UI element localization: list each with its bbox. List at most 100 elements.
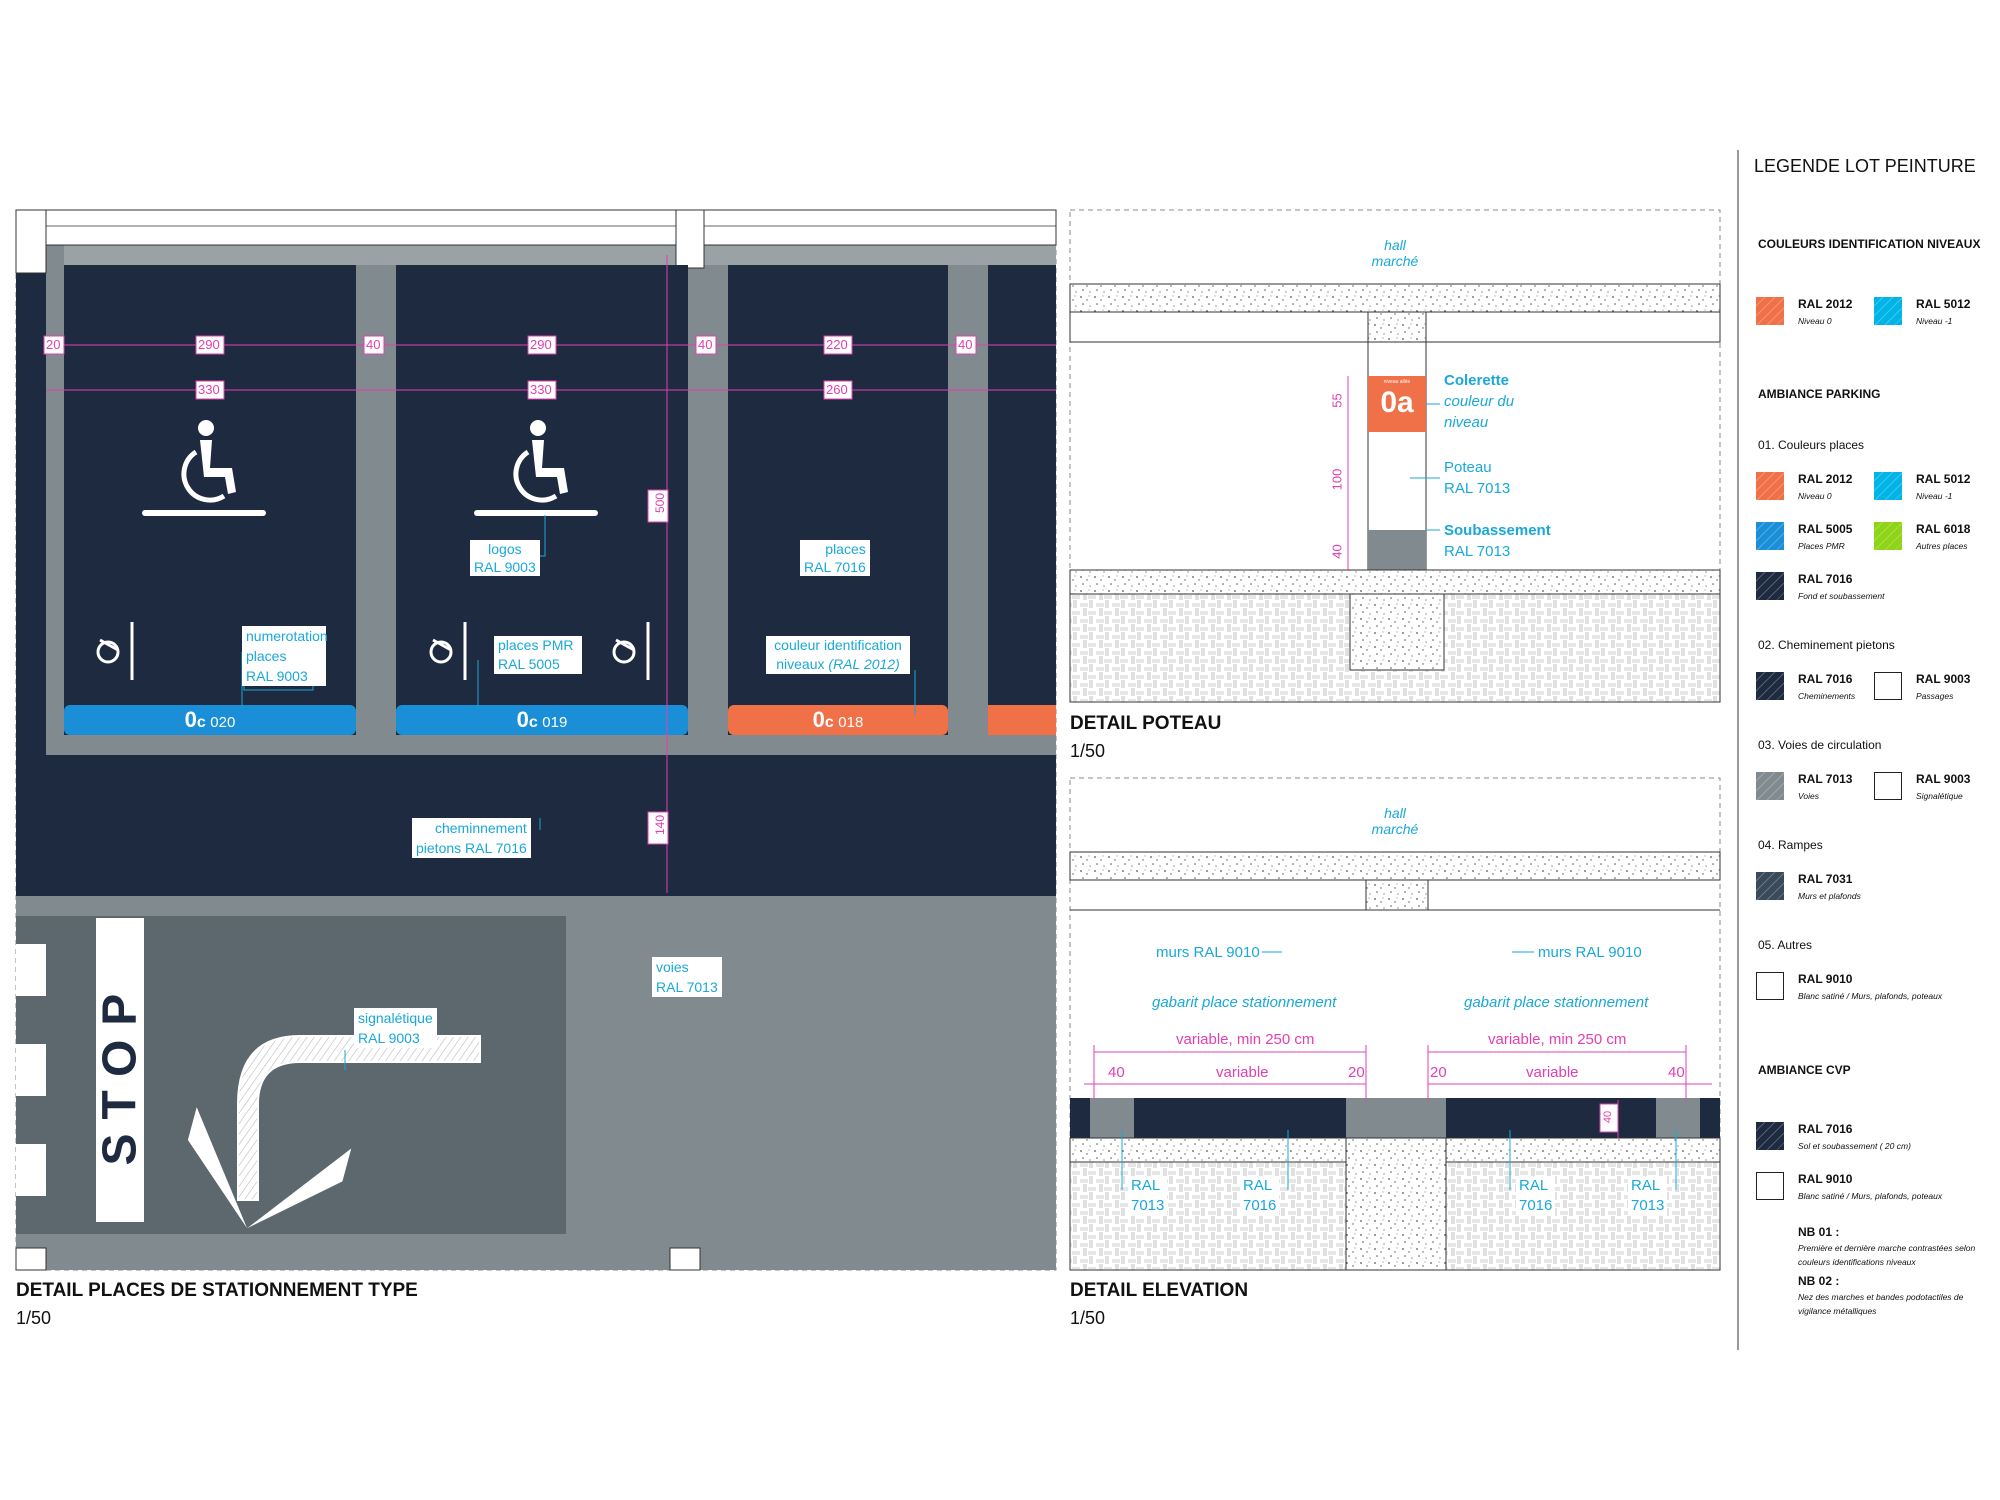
legend-desc: Niveau 0	[1798, 316, 1832, 326]
swatch-ral5005	[1756, 522, 1784, 550]
legend-code: RAL 7016	[1798, 672, 1853, 686]
swatch-ral7016	[1756, 1122, 1784, 1150]
pmr-small-icon	[429, 622, 650, 680]
dim-label: 290	[530, 337, 552, 352]
gabarit-label-right: gabarit place stationnement	[1464, 994, 1649, 1011]
legend-desc: Niveau -1	[1916, 316, 1953, 326]
panel-elevation	[1069, 777, 1721, 1271]
colerette-band	[1368, 376, 1426, 432]
legend-code: RAL 7031	[1798, 872, 1853, 886]
elev-dim: variable	[1216, 1064, 1269, 1081]
legend-code: RAL 7013	[1798, 772, 1853, 786]
legend-code: RAL 5005	[1798, 522, 1853, 536]
hall-label: hall marché	[1371, 805, 1419, 837]
poteau-dim: 100	[1329, 468, 1345, 491]
legend-nb1: NB 01 :	[1798, 1225, 1840, 1239]
legend-heading: AMBIANCE PARKING	[1758, 387, 1881, 401]
dim-label: 40	[366, 337, 381, 352]
swatch-ral9003	[1874, 772, 1902, 800]
legend-code: RAL 2012	[1798, 472, 1853, 486]
space-number-018: 0c 018	[812, 707, 864, 732]
legend-code: RAL 5012	[1916, 472, 1971, 486]
panel1-title: DETAIL PLACES DE STATIONNEMENT TYPE	[16, 1280, 418, 1301]
panel-parking-plan	[15, 209, 1057, 1271]
dim-label: 140	[653, 814, 667, 835]
legend-desc: Passages	[1916, 691, 1954, 701]
dim-label: 40	[698, 337, 713, 352]
legend-code: RAL 5012	[1916, 297, 1971, 311]
variable-min-right: variable, min 250 cm	[1488, 1031, 1627, 1048]
dim-label: 220	[826, 337, 848, 352]
legend-desc: Voies	[1798, 791, 1819, 801]
swatch-ral7016	[1756, 572, 1784, 600]
legend-desc: Niveau 0	[1798, 491, 1832, 501]
swatch-ral6018	[1874, 522, 1902, 550]
swatch-ral9003	[1874, 672, 1902, 700]
arrow-down-left-icon	[187, 1035, 481, 1229]
elevation-dim-lines	[1084, 1045, 1712, 1138]
swatch-ral7016	[1756, 672, 1784, 700]
legend-desc: Niveau -1	[1916, 491, 1953, 501]
space-number-019: 0c 019	[516, 707, 568, 732]
colerette-label: Colerette couleur du niveau	[1444, 372, 1515, 431]
panel1-scale: 1/50	[16, 1308, 52, 1328]
legend-code: RAL 6018	[1916, 522, 1971, 536]
variable-min-left: variable, min 250 cm	[1176, 1031, 1315, 1048]
legend-title: LEGENDE LOT PEINTURE	[1754, 156, 1976, 176]
hall-label: hall marché	[1371, 237, 1419, 269]
legend-desc: Fond et soubassement	[1798, 591, 1885, 601]
elev-dim: 40	[1668, 1064, 1685, 1081]
stop-text: STOP	[93, 979, 147, 1166]
legend-nb2-text: Nez des marches et bandes podotactiles d…	[1798, 1292, 1964, 1316]
legend-code: RAL 9003	[1916, 672, 1971, 686]
legend-desc: Autres places	[1916, 541, 1968, 551]
legend-section: 02. Cheminement pietons	[1758, 638, 1895, 652]
dim-label: 40	[958, 337, 973, 352]
panel-poteau	[1069, 209, 1721, 703]
legend-nb1-text: Première et dernière marche contrastées …	[1798, 1243, 1976, 1267]
legend-section: 04. Rampes	[1758, 838, 1823, 852]
dim-label: 330	[530, 382, 552, 397]
murs-label-left: murs RAL 9010	[1156, 944, 1260, 961]
poteau-leaders	[1410, 403, 1440, 531]
gabarit-label-left: gabarit place stationnement	[1152, 994, 1337, 1011]
legend-nb2: NB 02 :	[1798, 1274, 1840, 1288]
legend-code: RAL 9010	[1798, 1172, 1853, 1186]
swatch-ral5012	[1874, 472, 1902, 500]
legend-desc: Blanc satiné / Murs, plafonds, poteaux	[1798, 1191, 1943, 1201]
legend-desc: Cheminements	[1798, 691, 1856, 701]
swatch-ral9010	[1756, 972, 1784, 1000]
swatch-ral7031	[1756, 872, 1784, 900]
pmr-logo-icon	[142, 420, 266, 516]
legend-desc: Places PMR	[1798, 541, 1845, 551]
legend-desc: Blanc satiné / Murs, plafonds, poteaux	[1798, 991, 1943, 1001]
legend-code: RAL 7016	[1798, 1122, 1853, 1136]
dim-label: 500	[653, 492, 667, 513]
dim-label: 290	[198, 337, 220, 352]
space-number-020: 0c 020	[184, 707, 236, 732]
swatch-ral2012	[1756, 472, 1784, 500]
swatch-ral2012	[1756, 297, 1784, 325]
legend-desc: Signalétique	[1916, 791, 1963, 801]
murs-label-right: murs RAL 9010	[1538, 944, 1642, 961]
legend-code: RAL 2012	[1798, 297, 1853, 311]
panel2-title: DETAIL POTEAU	[1070, 713, 1222, 734]
legend-code: RAL 9003	[1916, 772, 1971, 786]
poteau-dim: 55	[1329, 393, 1345, 408]
pmr-logo-icon	[474, 420, 598, 516]
elevation-floor-band	[1070, 1098, 1720, 1138]
legend-section: 03. Voies de circulation	[1758, 738, 1882, 752]
elev-dim: 20	[1430, 1064, 1447, 1081]
legend-code: RAL 9010	[1798, 972, 1853, 986]
legend-section: 01. Couleurs places	[1758, 438, 1865, 452]
panel3-title: DETAIL ELEVATION	[1070, 1280, 1249, 1301]
dimension-boxes	[43, 335, 977, 845]
